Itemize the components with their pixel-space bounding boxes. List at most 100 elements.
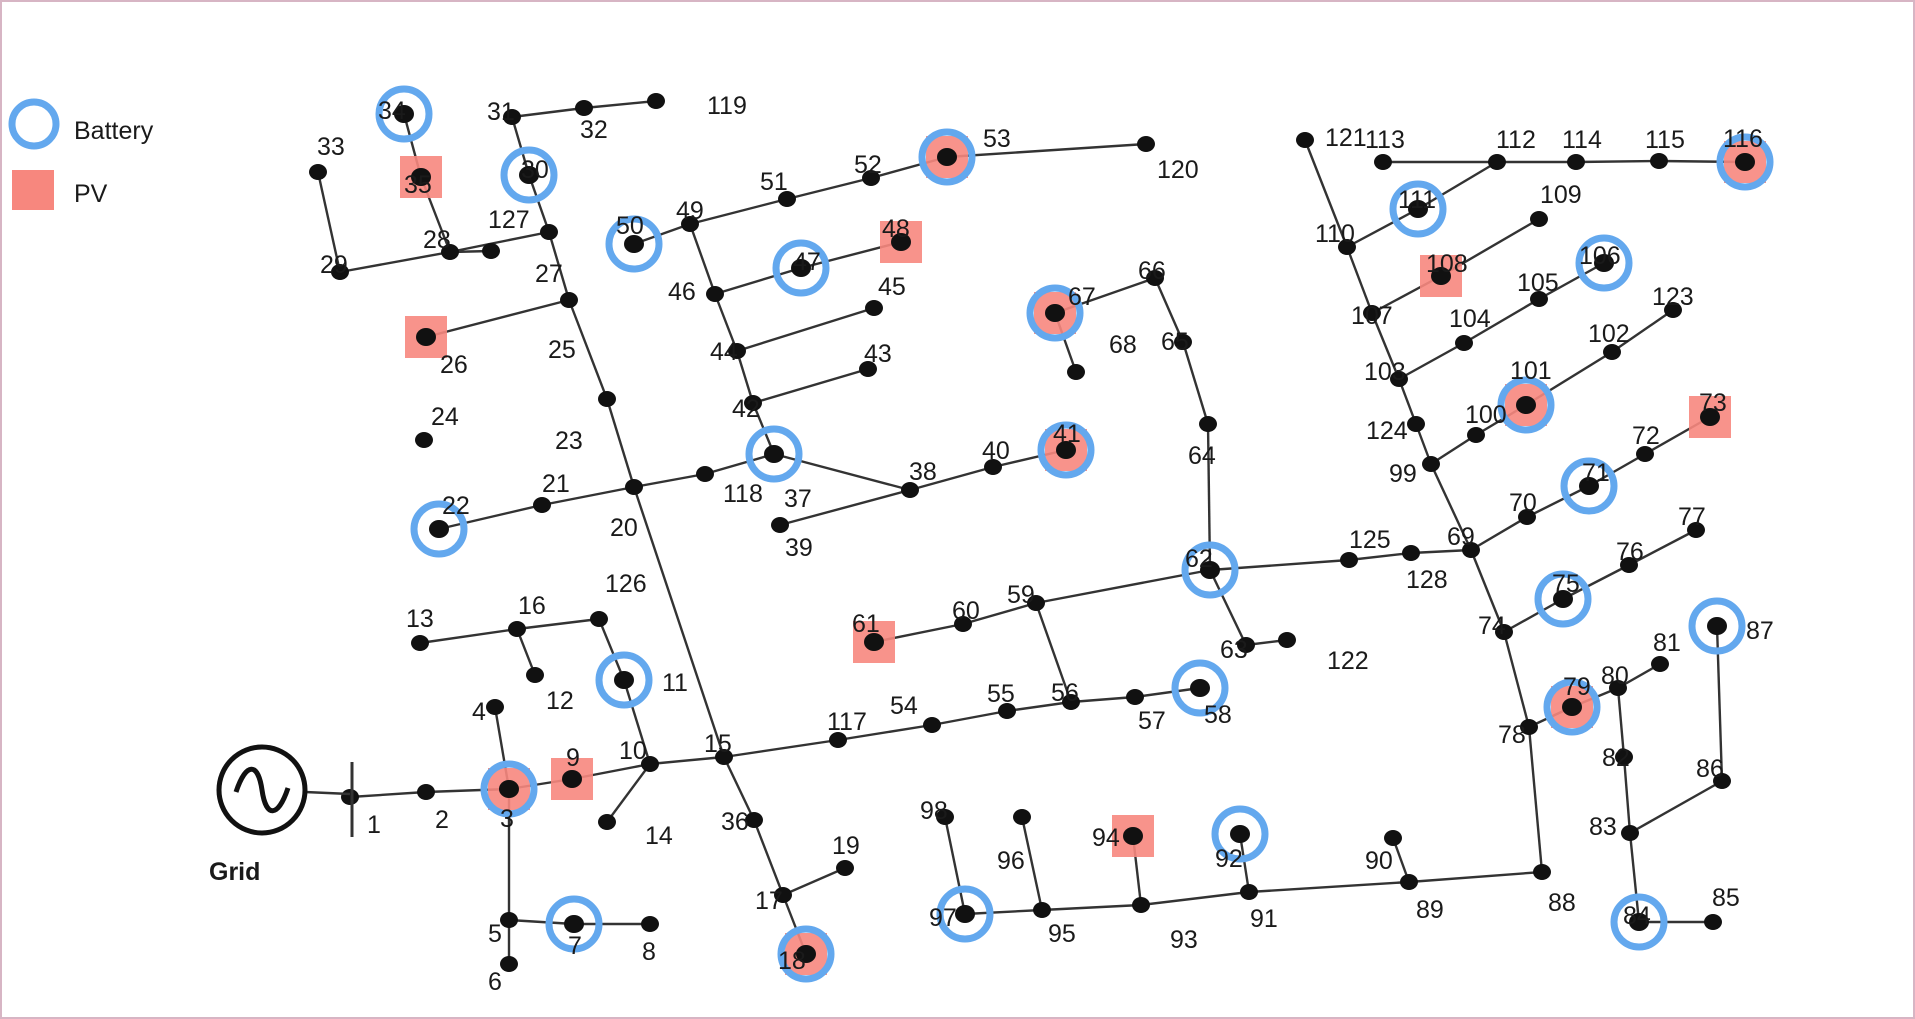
line-89-91	[1248, 880, 1410, 894]
line-11-126	[597, 618, 626, 681]
bus-label-101: 101	[1510, 357, 1552, 385]
bus-node-116	[1735, 153, 1755, 171]
bus-label-90: 90	[1365, 847, 1393, 875]
line-91-93	[1140, 890, 1250, 907]
bus-node-123	[1664, 302, 1682, 318]
line-36-17	[752, 819, 785, 896]
bus-node-109	[1530, 211, 1548, 227]
bus-node-88	[1533, 864, 1551, 880]
bus-label-73: 73	[1699, 389, 1727, 417]
line-57-58	[1134, 686, 1201, 699]
battery-marker-67	[1026, 284, 1084, 342]
battery-marker-111	[1389, 180, 1447, 238]
bus-node-74	[1495, 624, 1513, 640]
bus-node-14	[598, 814, 616, 830]
bus-label-34: 34	[378, 97, 406, 125]
bus-node-111	[1408, 200, 1428, 218]
bus-label-83: 83	[1589, 813, 1617, 841]
bus-node-52	[862, 170, 880, 186]
line-111-112	[1417, 160, 1498, 211]
bus-node-112	[1488, 154, 1506, 170]
bus-node-105	[1530, 291, 1548, 307]
bus-node-87	[1707, 617, 1727, 635]
bus-node-115	[1650, 153, 1668, 169]
line-32-119	[583, 99, 657, 110]
bus-node-61	[864, 633, 884, 651]
bus-node-94	[1123, 827, 1143, 845]
line-28-29	[339, 250, 451, 274]
line-99-100	[1430, 433, 1477, 466]
bus-label-67: 67	[1068, 283, 1096, 311]
line-82-83	[1622, 756, 1632, 834]
bus-label-119: 119	[707, 92, 747, 120]
bus-label-88: 88	[1548, 889, 1576, 917]
bus-label-44: 44	[710, 338, 738, 366]
bus-node-95	[1033, 902, 1051, 918]
bus-node-122	[1278, 632, 1296, 648]
bus-label-46: 46	[668, 278, 696, 306]
bus-node-126	[590, 611, 608, 627]
bus-label-72: 72	[1632, 422, 1660, 450]
bus-node-107	[1363, 305, 1381, 321]
bus-label-63: 63	[1220, 636, 1248, 664]
bus-node-8	[641, 916, 659, 932]
bus-node-119	[647, 93, 665, 109]
bus-label-23: 23	[555, 427, 583, 455]
bus-label-65: 65	[1161, 328, 1189, 356]
bus-node-100	[1467, 427, 1485, 443]
bus-node-98	[936, 809, 954, 825]
bus-node-9	[562, 770, 582, 788]
line-65-66	[1153, 277, 1185, 343]
line-42-44	[735, 350, 755, 404]
bus-node-7	[564, 915, 584, 933]
bus-label-98: 98	[920, 797, 948, 825]
bus-node-91	[1240, 884, 1258, 900]
bus-node-49	[681, 216, 699, 232]
bus-node-80	[1609, 680, 1627, 696]
bus-node-113	[1374, 154, 1392, 170]
bus-label-85: 85	[1712, 884, 1740, 912]
bus-label-1: 1	[367, 811, 381, 839]
bus-label-18: 18	[778, 947, 806, 975]
bus-node-40	[984, 459, 1002, 475]
bus-node-93	[1132, 897, 1150, 913]
grid-sine-wave-icon	[233, 766, 291, 814]
bus-node-99	[1422, 456, 1440, 472]
bus-label-117: 117	[827, 708, 867, 736]
bus-node-92	[1230, 825, 1250, 843]
bus-label-100: 100	[1465, 401, 1507, 429]
bus-node-38	[901, 482, 919, 498]
bus-node-16	[508, 621, 526, 637]
bus-node-5	[500, 912, 518, 928]
line-105-106	[1538, 261, 1605, 301]
bus-label-92: 92	[1215, 845, 1243, 873]
bus-label-11: 11	[662, 669, 688, 697]
bus-node-21	[533, 497, 551, 513]
bus-node-44	[728, 343, 746, 359]
line-25-27	[547, 231, 571, 301]
bus-node-72	[1636, 446, 1654, 462]
bus-node-58	[1190, 679, 1210, 697]
battery-marker-106	[1575, 234, 1633, 292]
line-69-70	[1470, 515, 1528, 552]
bus-label-20: 20	[610, 514, 638, 542]
battery-marker-84	[1610, 893, 1668, 951]
bus-label-84: 84	[1623, 902, 1651, 930]
line-49-51	[689, 197, 788, 226]
line-44-46	[713, 293, 739, 352]
line-97-98	[943, 816, 967, 915]
bus-label-68: 68	[1109, 331, 1137, 359]
line-16-12	[515, 628, 537, 676]
bus-label-109: 109	[1540, 181, 1582, 209]
line-56-59	[1034, 602, 1073, 703]
bus-label-4: 4	[472, 698, 486, 726]
legend-battery-label: Battery	[74, 117, 154, 145]
bus-label-128: 128	[1406, 566, 1448, 594]
line-55-56	[1006, 700, 1072, 713]
bus-label-2: 2	[435, 806, 449, 834]
bus-node-33	[309, 164, 327, 180]
bus-label-22: 22	[442, 492, 470, 520]
